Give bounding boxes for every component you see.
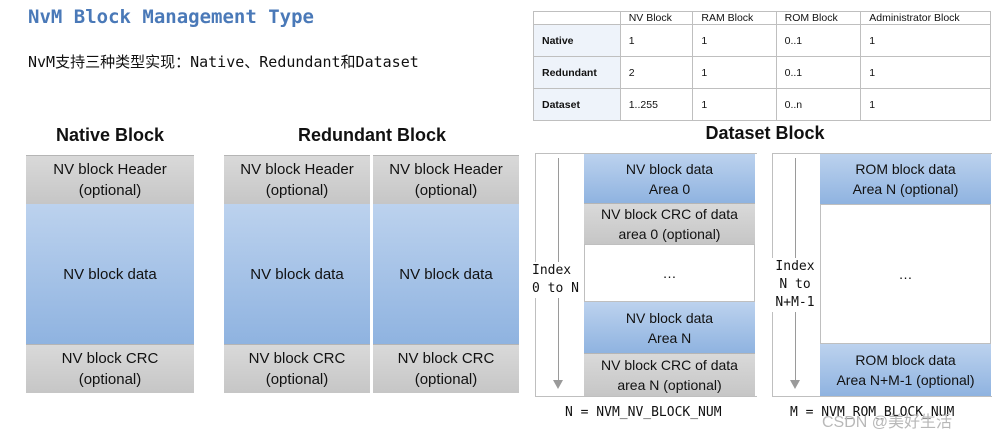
redundant1-data-label: NV block data bbox=[250, 265, 344, 283]
table-row-header: Dataset bbox=[533, 88, 621, 121]
dataset-block-heading: Dataset Block bbox=[705, 123, 825, 143]
redundant2-header-block: NV block Header (optional) bbox=[373, 155, 519, 204]
native-crc-block: NV block CRC (optional) bbox=[26, 344, 194, 393]
dataset-rom-ellipsis-block: … bbox=[820, 204, 991, 344]
redundant1-header-block: NV block Header (optional) bbox=[224, 155, 370, 204]
index-right-line3: N+M-1 bbox=[775, 295, 815, 310]
table-cell: 1 bbox=[860, 24, 991, 57]
dataset-nv-area0-block: NV block data Area 0 bbox=[584, 154, 755, 203]
table-cell: 0..1 bbox=[775, 24, 862, 57]
index-left-line1: Index bbox=[532, 263, 572, 278]
index-left-label: Index 0 to N bbox=[532, 262, 584, 298]
index-left-line2: 0 to N bbox=[532, 281, 579, 296]
native-crc-line2: (optional) bbox=[78, 371, 142, 388]
table-cell: 1 bbox=[860, 88, 991, 121]
table-row-header: Redundant bbox=[533, 56, 621, 89]
table-row-header: Native bbox=[533, 24, 621, 57]
table-header-cell bbox=[533, 11, 621, 25]
index-right-arrow-icon bbox=[790, 380, 800, 389]
dataset-nv-crcn-line2: area N (optional) bbox=[617, 377, 722, 393]
dataset-rom-top-block: ROM block data Area N (optional) bbox=[820, 154, 991, 204]
watermark: CSDN @美好生活 bbox=[822, 414, 953, 431]
dataset-nv-crcn-block: NV block CRC of data area N (optional) bbox=[584, 353, 755, 396]
native-data-label: NV block data bbox=[63, 265, 157, 283]
dataset-rom-top-line2: Area N (optional) bbox=[852, 181, 959, 197]
dataset-nv-crc0-block: NV block CRC of data area 0 (optional) bbox=[584, 203, 755, 244]
dataset-nv-area0-line2: Area 0 bbox=[648, 180, 691, 197]
table-row: Dataset 1..255 1 0..n 1 bbox=[533, 88, 991, 121]
redundant2-crc-block: NV block CRC (optional) bbox=[373, 344, 519, 393]
dataset-rom-ellipsis: … bbox=[898, 266, 913, 282]
native-block-heading: Native Block bbox=[55, 125, 165, 145]
table-header-cell: Administrator Block bbox=[860, 11, 991, 25]
table-cell: 2 bbox=[619, 56, 694, 89]
redundant1-crc-line1: NV block CRC bbox=[248, 350, 346, 367]
redundant1-crc-block: NV block CRC (optional) bbox=[224, 344, 370, 393]
index-left-arrow-icon bbox=[553, 380, 563, 389]
redundant-block-heading: Redundant Block bbox=[297, 125, 446, 145]
native-header-line1: NV block Header bbox=[53, 161, 167, 178]
table-header-cell: RAM Block bbox=[692, 11, 777, 25]
page-subtitle: NvM支持三种类型实现：Native、Redundant和Dataset bbox=[28, 53, 419, 71]
redundant1-crc-line2: (optional) bbox=[265, 371, 329, 388]
table-header-row: NV Block RAM Block ROM Block Administrat… bbox=[533, 11, 991, 25]
dataset-nv-ellipsis: … bbox=[662, 265, 677, 281]
dataset-rom-top-line1: ROM block data bbox=[855, 161, 956, 177]
table-cell: 1 bbox=[692, 56, 777, 89]
table-cell: 1 bbox=[692, 88, 777, 121]
index-right-line2: N to bbox=[779, 277, 811, 292]
native-header-line2: (optional) bbox=[78, 182, 142, 199]
native-data-block: NV block data bbox=[26, 204, 194, 344]
redundant2-crc-line2: (optional) bbox=[414, 371, 478, 388]
dataset-nv-crc0-line1: NV block CRC of data bbox=[601, 206, 738, 222]
redundant2-data-block: NV block data bbox=[373, 204, 519, 344]
redundant2-data-label: NV block data bbox=[399, 265, 493, 283]
table-header-cell: NV Block bbox=[619, 11, 694, 25]
table-cell: 0..n bbox=[775, 88, 862, 121]
table-cell: 1 bbox=[692, 24, 777, 57]
table-cell: 1 bbox=[860, 56, 991, 89]
dataset-nv-ellipsis-block: … bbox=[584, 244, 755, 302]
table-cell: 0..1 bbox=[775, 56, 862, 89]
dataset-nv-arean-line2: Area N bbox=[647, 329, 692, 346]
formula-n: N = NVM_NV_BLOCK_NUM bbox=[565, 405, 722, 420]
redundant1-header-line1: NV block Header bbox=[240, 161, 354, 178]
dataset-rom-bottom-line2: Area N+M-1 (optional) bbox=[836, 372, 975, 388]
redundant1-data-block: NV block data bbox=[224, 204, 370, 344]
block-type-table: NV Block RAM Block ROM Block Administrat… bbox=[533, 11, 991, 121]
table-row: Native 1 1 0..1 1 bbox=[533, 24, 991, 57]
redundant1-header-line2: (optional) bbox=[265, 182, 329, 199]
dataset-nv-area0-line1: NV block data bbox=[625, 160, 714, 177]
dataset-rom-bottom-block: ROM block data Area N+M-1 (optional) bbox=[820, 344, 991, 396]
dataset-nv-crcn-line1: NV block CRC of data bbox=[601, 357, 738, 373]
native-header-block: NV block Header (optional) bbox=[26, 155, 194, 204]
table-row: Redundant 2 1 0..1 1 bbox=[533, 56, 991, 89]
redundant2-crc-line1: NV block CRC bbox=[397, 350, 495, 367]
page-title: NvM Block Management Type bbox=[28, 6, 314, 28]
table-cell: 1..255 bbox=[619, 88, 694, 121]
dataset-rom-bottom-line1: ROM block data bbox=[855, 352, 956, 368]
dataset-nv-crc0-line2: area 0 (optional) bbox=[618, 226, 721, 242]
index-right-label: Index N to N+M-1 bbox=[771, 258, 819, 312]
dataset-nv-arean-block: NV block data Area N bbox=[584, 302, 755, 353]
index-right-line1: Index bbox=[775, 259, 815, 274]
dataset-nv-arean-line1: NV block data bbox=[625, 309, 714, 326]
table-header-cell: ROM Block bbox=[775, 11, 862, 25]
redundant2-header-line2: (optional) bbox=[414, 182, 478, 199]
formula-m: M = NVM_ROM_BLOCK_NUM bbox=[790, 405, 955, 420]
redundant2-header-line1: NV block Header bbox=[389, 161, 503, 178]
table-cell: 1 bbox=[619, 24, 694, 57]
native-crc-line1: NV block CRC bbox=[61, 350, 159, 367]
